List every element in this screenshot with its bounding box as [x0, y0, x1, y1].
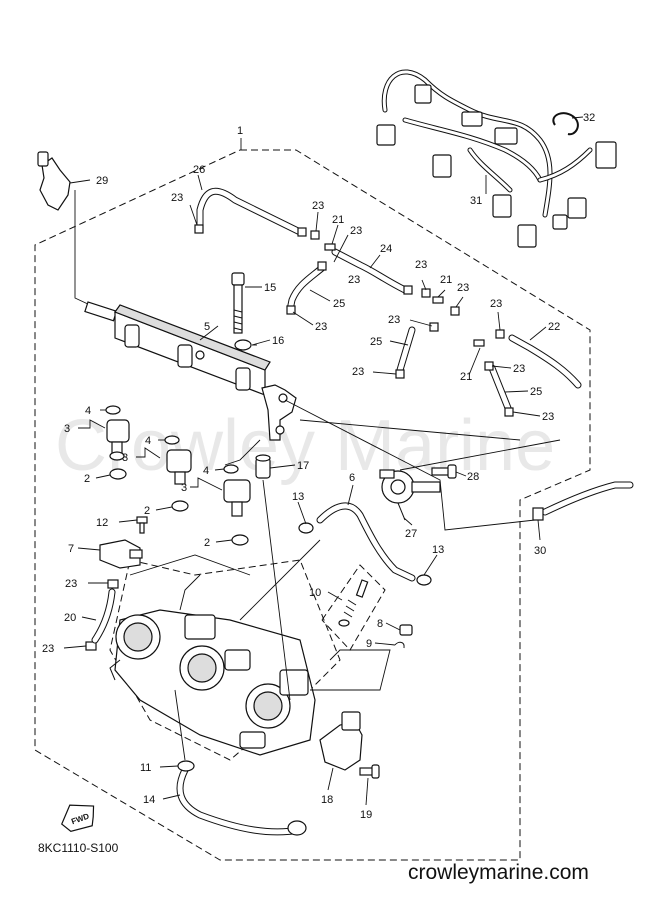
injector-1: [105, 405, 130, 480]
callout-31: 31: [470, 195, 482, 207]
callout-23-f: 23: [415, 259, 427, 271]
callout-13-b: 13: [432, 544, 444, 556]
bolt-28: [431, 464, 457, 479]
callout-7: 7: [68, 543, 74, 555]
callout-23-j: 23: [490, 298, 502, 310]
callout-labels: 1 29 26 23 23 21 23 24 23 25 23 15 16 5 …: [42, 112, 595, 821]
callout-4-b: 4: [145, 435, 151, 447]
callout-4-c: 4: [203, 465, 209, 477]
screw-19: [359, 764, 380, 779]
callout-23-b: 23: [312, 200, 324, 212]
callout-29: 29: [96, 175, 108, 187]
diagram-code: 8KC1110-S100: [38, 841, 119, 855]
callout-14: 14: [143, 794, 155, 806]
callout-21-b: 21: [440, 274, 452, 286]
assembly-boundary: [34, 149, 591, 861]
wire-harness: [376, 69, 617, 248]
fuel-hose-25-middle: [396, 326, 416, 374]
fuel-hose-26: [196, 187, 304, 236]
callout-32: 32: [583, 112, 595, 124]
callout-23-k: 23: [513, 363, 525, 375]
hose-14: [176, 766, 307, 836]
fuel-hose-25-lower: [488, 364, 512, 412]
hose-clips: [85, 224, 514, 651]
callout-11: 11: [140, 762, 151, 774]
fuel-hose-30: [532, 481, 634, 521]
callout-23-d: 23: [348, 274, 360, 286]
callout-12: 12: [96, 517, 108, 529]
callout-19: 19: [360, 809, 372, 821]
throttle-body: [109, 609, 316, 756]
fuel-hose-24: [331, 248, 409, 294]
throttle-sensor-18: [319, 711, 363, 771]
callout-26: 26: [193, 164, 205, 176]
forward-arrow: FWD: [61, 804, 95, 833]
callout-30: 30: [534, 545, 546, 557]
wire-clip: [552, 112, 579, 136]
callout-20: 20: [64, 612, 76, 624]
callout-25-a: 25: [333, 298, 345, 310]
callout-2-b: 2: [144, 505, 150, 517]
sensor-7: [99, 539, 143, 569]
leader-lines: [63, 116, 584, 806]
hose-20: [91, 588, 116, 644]
callout-21-a: 21: [332, 214, 344, 226]
callout-16: 16: [272, 335, 284, 347]
callout-6: 6: [349, 472, 355, 484]
screw-kit-10: [338, 579, 369, 627]
cap-8: [399, 624, 413, 636]
callout-27: 27: [405, 528, 417, 540]
callout-23-m: 23: [65, 578, 77, 590]
callout-25-c: 25: [530, 386, 542, 398]
clamp-11: [177, 760, 195, 772]
callout-2-c: 2: [204, 537, 210, 549]
callout-23-l: 23: [542, 411, 554, 423]
callout-3-c: 3: [181, 482, 187, 494]
callout-28: 28: [467, 471, 479, 483]
callout-13-a: 13: [292, 491, 304, 503]
callout-23-c: 23: [350, 225, 362, 237]
washer-16: [234, 339, 252, 351]
callout-15: 15: [264, 282, 276, 294]
callout-22: 22: [548, 321, 560, 333]
callout-3-b: 3: [122, 452, 128, 464]
pressure-sensor: [37, 151, 71, 211]
callout-23-n: 23: [42, 643, 54, 655]
callout-8: 8: [377, 618, 383, 630]
fuel-rail: [74, 190, 297, 441]
callout-23-a: 23: [171, 192, 183, 204]
callout-5: 5: [204, 321, 210, 333]
callout-23-e: 23: [315, 321, 327, 333]
callout-3-a: 3: [64, 423, 70, 435]
bolt-15: [231, 272, 245, 334]
callout-24: 24: [380, 243, 392, 255]
clip-9: [394, 641, 405, 649]
pressure-regulator: [379, 469, 441, 521]
callout-23-h: 23: [388, 314, 400, 326]
callout-9: 9: [366, 638, 372, 650]
callout-1: 1: [237, 125, 243, 137]
injector-2: [164, 435, 192, 512]
callout-23-i: 23: [352, 366, 364, 378]
callout-2-a: 2: [84, 473, 90, 485]
screw-12: [136, 516, 148, 534]
callout-23-g: 23: [457, 282, 469, 294]
website-footer: crowleymarine.com: [408, 861, 589, 884]
callout-25-b: 25: [370, 336, 382, 348]
callout-17: 17: [297, 460, 309, 472]
fuel-hose-6: [316, 502, 416, 582]
callout-21-c: 21: [460, 371, 472, 383]
fuel-hose-25-upper: [286, 264, 326, 314]
callout-10: 10: [309, 587, 321, 599]
fuel-hose-22: [508, 334, 582, 389]
callout-4-a: 4: [85, 405, 91, 417]
screw-group-boundary: [321, 564, 386, 651]
callout-18: 18: [321, 794, 333, 806]
watermark-text: Crowley Marine: [55, 406, 555, 486]
collar-17: [255, 454, 271, 479]
